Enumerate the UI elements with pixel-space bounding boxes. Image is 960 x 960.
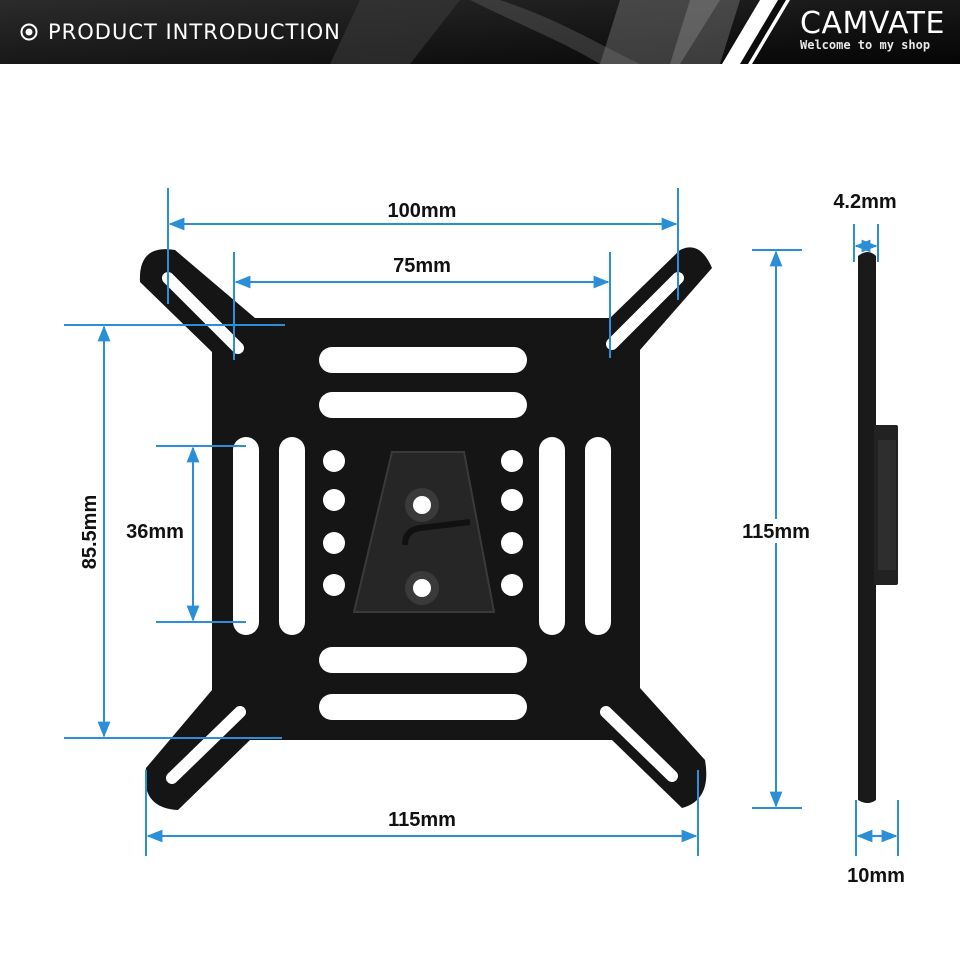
dim-side-height: 115mm (742, 521, 810, 543)
corner-slots (162, 272, 684, 784)
target-icon (20, 23, 38, 41)
mount-plate (139, 247, 712, 811)
vertical-slots (233, 437, 611, 635)
header-texture (0, 0, 960, 64)
brand-block: CAMVATE Welcome to my shop (800, 6, 960, 58)
dim-top-inner: 75mm (393, 255, 451, 277)
dimension-diagram: 100mm 75mm 85.5mm 36mm 115mm 115mm 4.2mm… (64, 188, 905, 887)
dim-left-height: 85.5mm (79, 495, 101, 570)
dim-side-bottom: 10mm (847, 865, 905, 887)
header-title: PRODUCT INTRODUCTION (48, 20, 341, 44)
dim-center-height: 36mm (126, 521, 184, 543)
horizontal-slots (319, 347, 527, 720)
center-vlock (352, 451, 496, 613)
mount-holes (323, 450, 523, 596)
brand-name: CAMVATE (800, 6, 945, 41)
header-left: PRODUCT INTRODUCTION (20, 0, 341, 64)
header-banner: PRODUCT INTRODUCTION CAMVATE Welcome to … (0, 0, 960, 64)
dim-top-outer: 100mm (388, 200, 457, 222)
dim-bottom-width: 115mm (388, 809, 456, 831)
brand-tagline: Welcome to my shop (800, 38, 931, 52)
side-profile (858, 252, 898, 803)
dim-side-thickness: 4.2mm (833, 191, 896, 213)
